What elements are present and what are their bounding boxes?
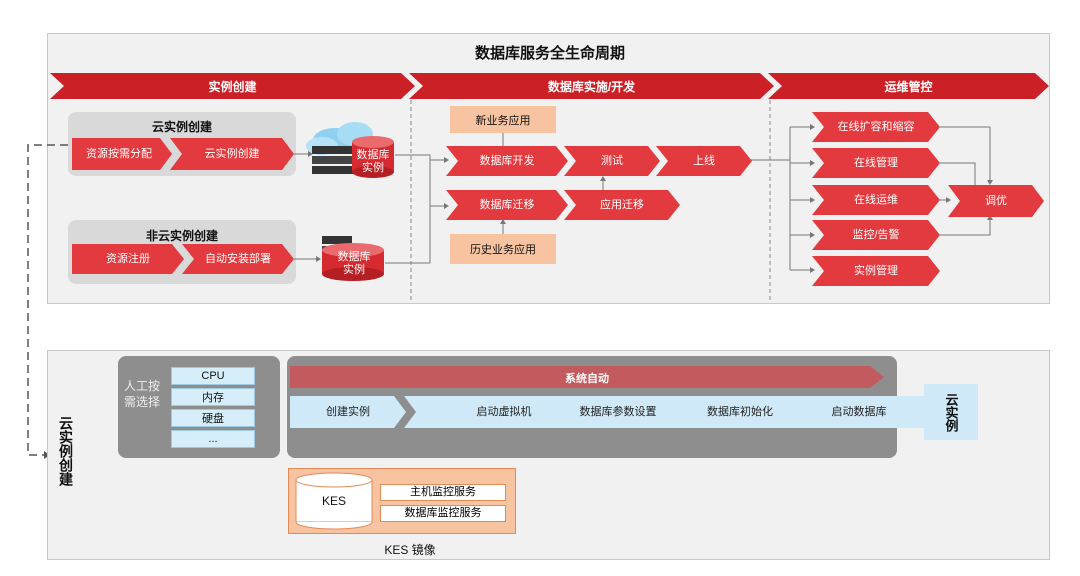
db-instance-label-top: 数据库实例 (356, 149, 390, 174)
step-online: 上线 (656, 146, 752, 176)
host-monitor-service: 主机监控服务 (380, 484, 506, 501)
op-scaling: 在线扩容和缩容 (812, 112, 940, 142)
step-test: 测试 (564, 146, 660, 176)
step-auto-install: 自动安装部署 (182, 244, 294, 274)
op-online-maintain: 在线运维 (812, 185, 940, 215)
phase-ops: 运维管控 (768, 73, 1049, 99)
noncloud-create-title: 非云实例创建 (145, 229, 218, 243)
step-db-migrate: 数据库迁移 (446, 190, 568, 220)
cloud-create-title: 云实例创建 (151, 120, 212, 134)
cloud-instance-result: 云实例 (924, 384, 978, 440)
manual-select-label: 人工按需选择 (124, 379, 161, 409)
cloud-create-side-title: 云实例创建 (58, 416, 74, 486)
auto-step-create-instance: 创建实例 (290, 396, 406, 428)
history-business-app: 历史业务应用 (450, 234, 556, 264)
kes-image-label: KES 镜像 (384, 543, 436, 557)
step-cloud-create: 云实例创建 (170, 138, 294, 170)
resource-more: ... (171, 430, 255, 448)
step-app-migrate: 应用迁移 (564, 190, 680, 220)
resource-disk: 硬盘 (171, 409, 255, 427)
op-tune: 调优 (948, 185, 1044, 217)
step-resource-register: 资源注册 (72, 244, 184, 274)
resource-cpu: CPU (171, 367, 255, 385)
resource-memory: 内存 (171, 388, 255, 406)
step-db-dev: 数据库开发 (446, 146, 568, 176)
lifecycle-title: 数据库服务全生命周期 (474, 45, 625, 62)
db-cylinder-icon-bottom (322, 243, 384, 281)
op-online-manage: 在线管理 (812, 148, 940, 178)
step-resource-allocate: 资源按需分配 (72, 138, 172, 170)
op-instance-manage: 实例管理 (812, 256, 940, 286)
db-cylinder-icon-top (352, 136, 394, 178)
phase-db-dev: 数据库实施/开发 (409, 73, 774, 99)
phase-instance-create: 实例创建 (50, 73, 415, 99)
cloud-instance-result-label: 云实例 (943, 392, 959, 432)
system-auto-arrow (290, 366, 884, 388)
system-auto-label: 系统自动 (565, 373, 609, 385)
dashed-connector (27, 144, 68, 456)
new-business-app: 新业务应用 (450, 106, 556, 133)
db-instance-label-bottom: 数据库实例 (337, 251, 371, 276)
db-monitor-service: 数据库监控服务 (380, 505, 506, 522)
kes-label: KES (321, 494, 346, 508)
op-monitor-alert: 监控/告警 (812, 220, 940, 250)
auto-step-start-db: 启动数据库 (770, 396, 948, 428)
